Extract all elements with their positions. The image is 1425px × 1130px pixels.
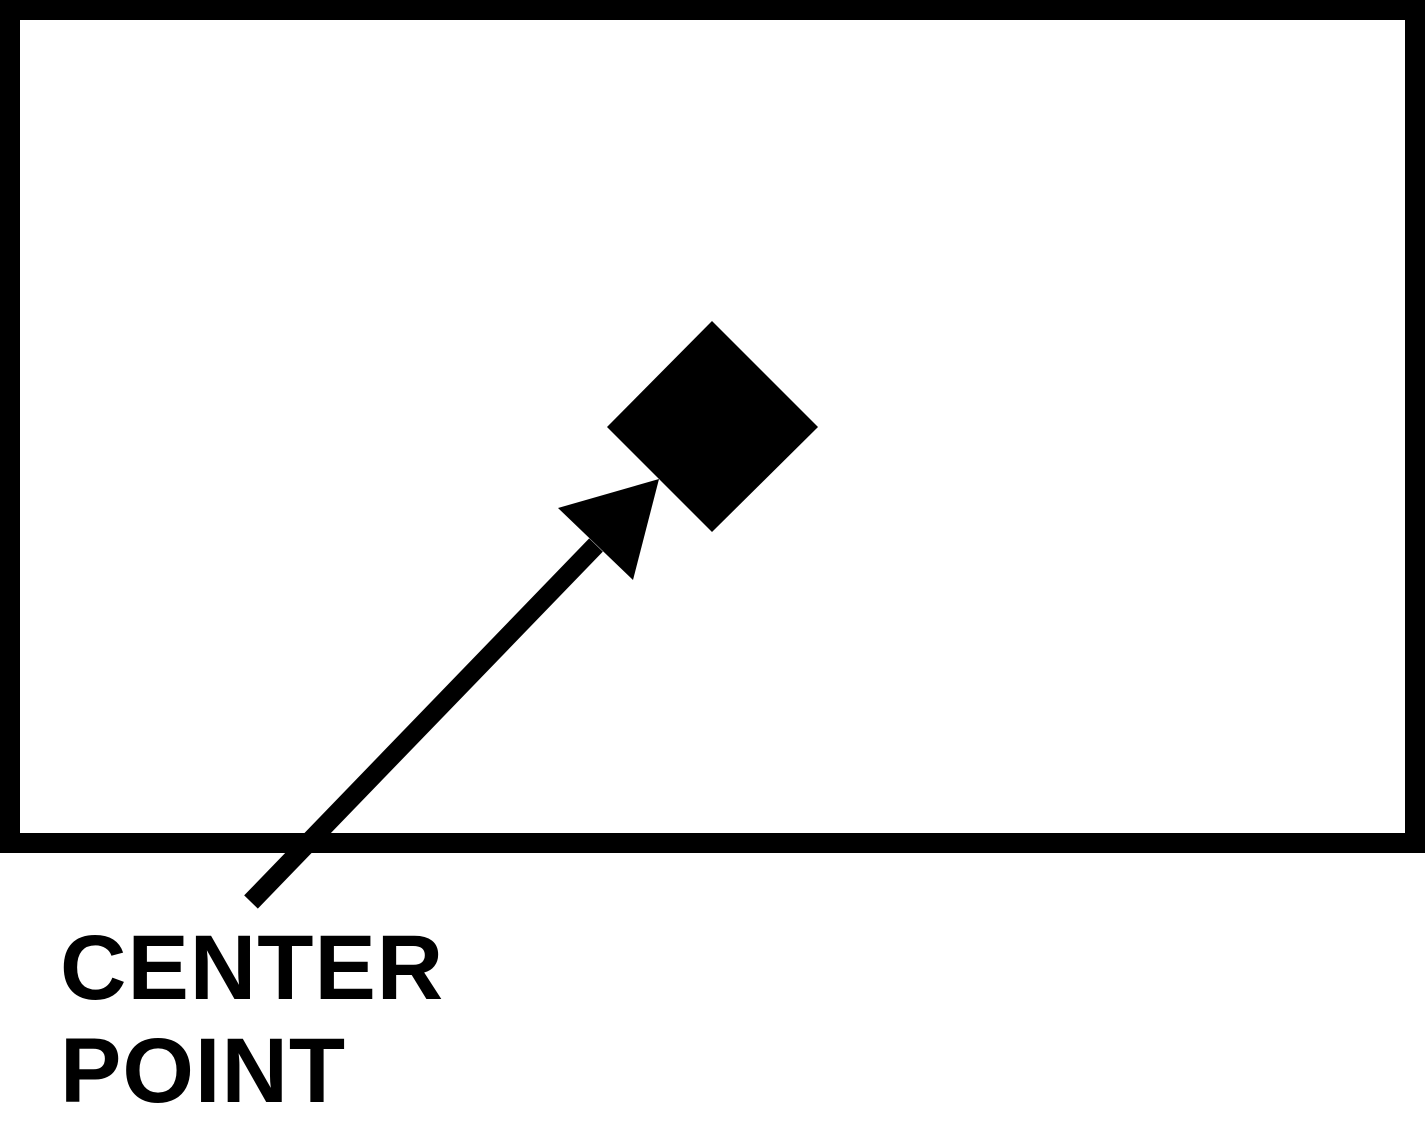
outer-rectangle-frame — [0, 0, 1425, 853]
arrow-icon — [558, 479, 659, 580]
diamond-marker-icon — [607, 321, 818, 532]
callout-label-line-2: POINT — [60, 1020, 347, 1122]
arrow-shaft — [244, 538, 603, 909]
callout-label-line-1: CENTER — [60, 917, 445, 1019]
center-point-label: CENTER POINT — [60, 917, 444, 1123]
